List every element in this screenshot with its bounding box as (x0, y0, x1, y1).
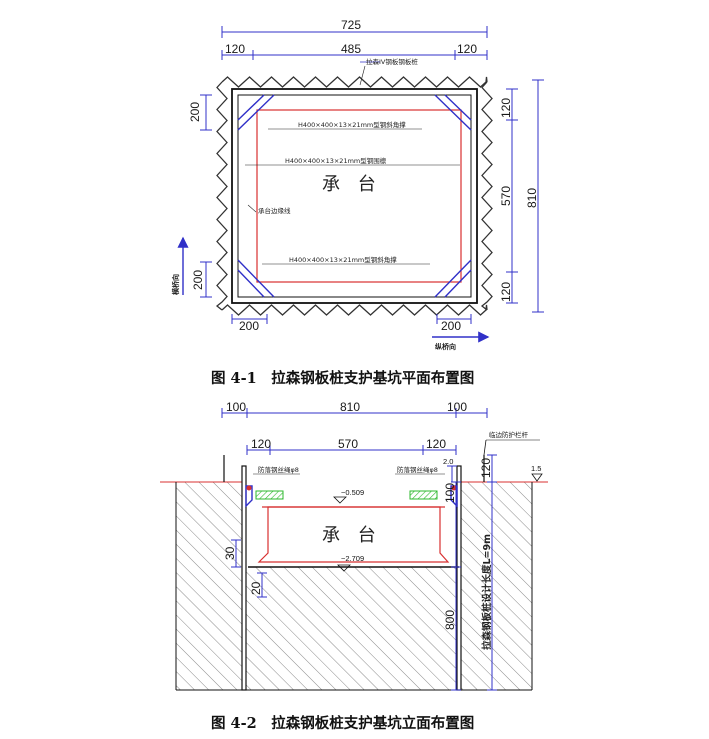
guard-rail-label: 临边防护栏杆 (489, 430, 529, 439)
section-dim-810: 810 (340, 400, 360, 414)
sheet-pile-perimeter (215, 76, 493, 316)
section-dim-120-left: 120 (251, 437, 271, 451)
cap-edge-line (256, 109, 462, 283)
net-label-left: 防落钢丝绳φ8 (258, 465, 299, 474)
soil-right (461, 482, 532, 690)
elev-top-marker (333, 496, 347, 504)
section-dim-120-right: 120 (426, 437, 446, 451)
plan-dim-bottom (231, 314, 472, 324)
plan-dim-725: 725 (341, 18, 361, 32)
section-dim-570: 570 (338, 437, 358, 451)
longitudinal-label: 纵桥向 (435, 342, 456, 351)
plan-dim-top (221, 26, 488, 60)
sheet-pile-left (241, 465, 247, 691)
plan-dim-left (200, 94, 212, 298)
plan-dim-120-right: 120 (457, 42, 477, 56)
plan-dim-200-leftbottom: 200 (191, 270, 205, 290)
anchor-left (246, 485, 252, 491)
sheet-pile-bottom (221, 304, 488, 316)
elev-bottom-label: −2.709 (341, 554, 364, 563)
section-dim-20: 20 (249, 581, 263, 595)
section-dim-100-vertical: 100 (443, 483, 457, 503)
sheet-pile-right (480, 81, 493, 311)
guard-rail-leader (483, 439, 487, 456)
pile-length-label: 拉森钢板桩设计长度L=9m (481, 534, 493, 650)
top-brace-label: H400×400×13×21mm型钢斜角撑 (298, 120, 406, 129)
section-caption: 图 4-2 拉森钢板桩支护基坑立面布置图 (211, 714, 474, 732)
sheet-pile-pointer (359, 65, 366, 86)
section-dim-right (447, 454, 497, 691)
soil-left (176, 482, 245, 690)
plan-view: 725 120 485 120 拉森IV钢板钢板桩 (171, 18, 544, 351)
bottom-brace-label: H400×400×13×21mm型钢斜角撑 (289, 255, 397, 264)
plan-dim-810: 810 (525, 188, 539, 208)
plan-dim-right (506, 79, 544, 313)
section-cap-label: 承 台 (322, 525, 382, 546)
plan-dim-120-rightbottom: 120 (499, 282, 513, 302)
anchor-right (451, 485, 457, 491)
plan-dim-200-bottomright: 200 (441, 319, 461, 333)
section-dim-left (231, 539, 267, 598)
waler-label: H400×400×13×21mm型钢围檩 (285, 156, 387, 165)
section-dim-100-left: 100 (226, 400, 246, 414)
transverse-label: 横桥向 (171, 274, 180, 295)
plan-dim-120-left: 120 (225, 42, 245, 56)
cap-edge-label: 承台边缘线 (258, 206, 291, 215)
plan-caption: 图 4-1 拉森钢板桩支护基坑平面布置图 (211, 369, 474, 387)
elev-top-label: −0.509 (341, 488, 364, 497)
slope-marker (531, 473, 543, 482)
section-dim-100-right: 100 (447, 400, 467, 414)
plan-dim-570: 570 (499, 186, 513, 206)
section-dim-20-right: 2.0 (443, 457, 453, 466)
sheet-pile-left (215, 81, 228, 311)
elev-bottom-marker (337, 564, 351, 572)
section-dim-top (221, 408, 488, 455)
sheet-pile-label: 拉森IV钢板钢板桩 (366, 57, 418, 66)
waler-inner (237, 94, 472, 298)
plan-dim-120-righttop: 120 (499, 98, 513, 118)
soil-bottom (245, 567, 461, 690)
corner-braces (237, 94, 472, 298)
section-dim-120-vertical: 120 (479, 458, 493, 478)
net-label-right: 防落钢丝绳φ8 (397, 465, 438, 474)
section-view: 100 810 100 120 570 120 临边防护栏杆 (160, 400, 548, 691)
cap-edge-leader (247, 204, 257, 213)
brace-left (255, 490, 284, 500)
section-dim-800: 800 (443, 610, 457, 630)
sheet-pile-top (221, 76, 488, 88)
brace-right (409, 490, 438, 500)
plan-dim-485: 485 (341, 42, 361, 56)
section-dim-30: 30 (223, 546, 237, 560)
waler-outer (231, 88, 478, 304)
plan-dim-200-lefttop: 200 (188, 102, 202, 122)
slope-label: 1.5 (531, 464, 541, 473)
cap-label: 承 台 (322, 174, 382, 195)
plan-dim-200-bottomleft: 200 (239, 319, 259, 333)
